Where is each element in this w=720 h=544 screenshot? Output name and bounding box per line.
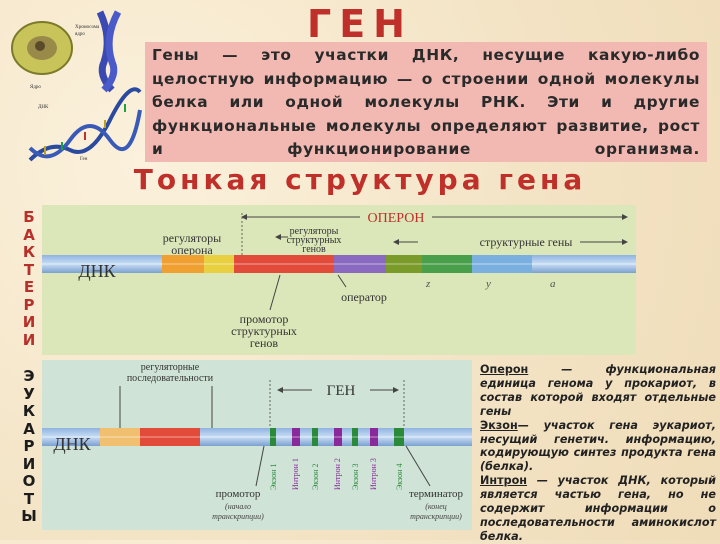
regulatory-label-2: последовательности [127,373,214,384]
image-label-chromosome: Хромосома [75,25,100,30]
dna-helix-image [30,89,140,160]
image-label-nucleus-small: ядро [75,32,85,37]
image-label-gene: Ген [80,157,88,162]
intron-2-label: Интрон 2 [333,458,342,490]
exon-3-label: Экзон 3 [351,464,360,490]
page-title: ГЕН [300,2,420,46]
structural-genes-label: структурные гены [480,235,573,249]
image-label-nucleus: Ядро [30,85,41,90]
promoter-note-2: транскрипции) [212,512,264,521]
promoter-label-3: генов [250,336,279,350]
cell-chromosome-dna-illustration: Хромосома ядро Ядро ДНК Ген [0,0,150,185]
exon-4-label: Экзон 4 [395,464,404,490]
promoter-note-1: (начало [225,502,251,511]
cell-image [12,22,72,74]
bacteria-gene-diagram: ОПЕРОН регуляторы оперона регуляторы стр… [42,205,636,355]
regulatory-label-1: регуляторные [141,362,200,373]
gene-z-letter: z [425,278,431,290]
chromosome-image [100,12,118,90]
terminator-label: терминатор [409,488,464,500]
intron-3-label: Интрон 3 [369,458,378,490]
definition-operon: Оперон — функциональная единица генома у… [480,363,716,419]
operator-label: оператор [341,290,387,304]
dna-label-eukaryote: ДНК [53,434,91,454]
intron-1-label: Интрон 1 [291,458,300,490]
terms-definitions: Оперон — функциональная единица генома у… [480,363,716,544]
exon-1-label: Экзон 1 [269,464,278,490]
operon-label: ОПЕРОН [368,211,425,226]
gene-label: ГЕН [327,383,356,399]
promoter-label-eukaryote: промотор [216,488,261,500]
definition-intron: Интрон — участок ДНК, который является ч… [480,474,716,544]
gene-y-letter: y [485,278,491,290]
image-label-dna: ДНК [38,105,49,110]
exon-2-label: Экзон 2 [311,464,320,490]
definition-exon: Экзон— участок гена эукариот, несущий ге… [480,419,716,475]
eukaryote-gene-diagram: регуляторные последовательности ГЕН ДНК … [42,360,472,530]
regulators-structural-label-3: генов [302,244,326,255]
gene-a-letter: a [550,278,556,290]
gene-definition: Гены — это участки ДНК, несущие какую-ли… [152,44,700,162]
section-title: Тонкая структура гена [120,163,600,196]
dna-label: ДНК [78,261,116,281]
terminator-note-1: (конец [425,502,447,511]
regulators-operon-label-2: оперона [171,243,213,257]
terminator-note-2: транскрипции) [410,512,462,521]
